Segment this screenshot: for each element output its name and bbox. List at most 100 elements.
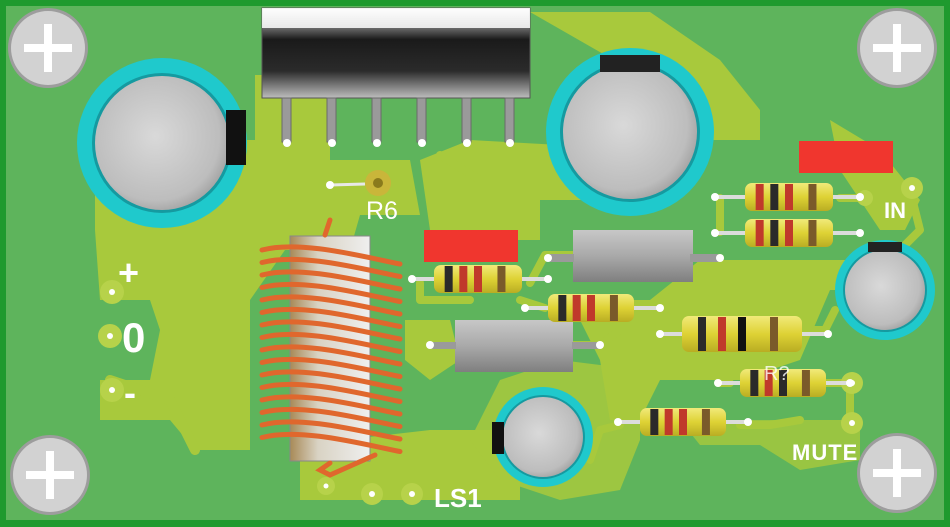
- inductor: [259, 217, 403, 478]
- resistor-left: [408, 265, 552, 293]
- label-ls1: LS1: [434, 483, 482, 513]
- pad-mute-b: [841, 412, 863, 434]
- coil-turn-7: [259, 319, 403, 342]
- resistor-left-band-3: [474, 266, 482, 292]
- label-plus: +: [118, 252, 140, 293]
- resistor-center-band-2: [572, 295, 581, 321]
- label-mute: MUTE: [792, 440, 859, 465]
- pad-r6: [365, 170, 391, 196]
- coil-turn-14: [259, 406, 403, 429]
- resistor-large-pad-2: [824, 330, 832, 338]
- resistor-large: [656, 316, 832, 352]
- resistor-mute-bot-pad-2: [744, 418, 752, 426]
- resistor-in-top-band-3: [785, 184, 793, 210]
- film-capacitor-top: [544, 230, 724, 282]
- label-r6: R6: [366, 197, 398, 225]
- pad-ls1-a: [361, 483, 383, 505]
- mounting-hole-bottom-left: [10, 435, 90, 515]
- resistor-large-band-3: [738, 317, 746, 351]
- coil-turn-12: [259, 381, 403, 404]
- coil-turn-4: [259, 281, 403, 304]
- resistor-in-top-pad-1: [711, 193, 719, 201]
- resistor-left-band-1: [444, 266, 453, 292]
- resistor-in-bottom: [711, 219, 864, 247]
- coil-turn-2: [259, 256, 403, 279]
- resistor-mute-bot-band-3: [679, 409, 687, 435]
- resistor-mute-top-pad-2: [846, 379, 854, 387]
- capacitor-large-right: [546, 48, 714, 216]
- resistor-mute-bot-pad-1: [614, 418, 622, 426]
- coil-turn-6: [259, 306, 403, 329]
- resistor-in-top: [711, 183, 864, 211]
- label-zero: 0: [122, 314, 146, 361]
- resistor-large-band-4: [770, 317, 778, 351]
- resistor-mute-bot-band-4: [701, 409, 710, 435]
- mounting-holes: [8, 8, 937, 515]
- resistor-in-bottom-pad-2: [856, 229, 864, 237]
- resistor-large-band-2: [718, 317, 726, 351]
- capacitor-large-left: [77, 58, 247, 228]
- resistor-mute-bot-band-2: [664, 409, 673, 435]
- smd-capacitor-right: [799, 141, 893, 173]
- resistor-center-pad-1: [521, 304, 529, 312]
- resistor-mute-top-pad-1: [714, 379, 722, 387]
- coil-turn-1: [259, 244, 403, 267]
- mounting-hole-bottom-right: [857, 433, 937, 513]
- resistor-mute-bot: [614, 408, 752, 436]
- resistor-mute-top-band-2: [764, 370, 773, 396]
- resistor-center-band-4: [609, 295, 618, 321]
- pad-in-a: [901, 177, 923, 199]
- resistor-mute-bot-band-1: [650, 409, 659, 435]
- resistor-in-bottom-pad-1: [711, 229, 719, 237]
- resistor-left-band-4: [497, 266, 506, 292]
- resistor-in-bottom-band-4: [808, 220, 817, 246]
- pad-power-minus: [100, 378, 124, 402]
- coil-turn-15: [259, 419, 403, 442]
- resistor-large-band-1: [698, 317, 706, 351]
- label-in: IN: [884, 198, 906, 223]
- label-minus: -: [124, 372, 136, 413]
- resistor-in-top-pad-2: [856, 193, 864, 201]
- label-partial-designator: R?: [764, 363, 790, 385]
- coil-turn-13: [259, 394, 403, 417]
- resistors: [408, 183, 864, 436]
- capacitor-output: [492, 387, 593, 487]
- resistor-in-top-band-1: [755, 184, 764, 210]
- film-capacitor-middle: [426, 320, 604, 372]
- mounting-hole-top-left: [8, 8, 88, 88]
- resistor-in-bottom-band-1: [755, 220, 764, 246]
- resistor-in-bottom-band-3: [785, 220, 793, 246]
- resistor-in-bottom-band-2: [770, 220, 779, 246]
- resistor-mute-top-band-3: [779, 370, 787, 396]
- resistor-center-band-3: [587, 295, 595, 321]
- resistor-in-top-band-4: [808, 184, 817, 210]
- resistor-left-band-2: [459, 266, 468, 292]
- resistor-in-top-band-2: [770, 184, 779, 210]
- coil-turn-11: [259, 369, 403, 392]
- inductor-coil: [259, 244, 403, 454]
- resistor-center: [521, 294, 664, 322]
- resistor-large-pad-1: [656, 330, 664, 338]
- coil-turn-5: [259, 294, 403, 317]
- capacitor-input: [835, 240, 935, 340]
- resistor-left-pad-1: [408, 275, 416, 283]
- coil-turn-3: [259, 269, 403, 292]
- resistor-mute-top-band-1: [750, 370, 759, 396]
- smd-capacitor-left: [424, 230, 518, 262]
- pad-ls1-b: [401, 483, 423, 505]
- resistor-mute-top: [714, 369, 854, 397]
- coil-turn-16: [259, 431, 403, 454]
- resistor-center-pad-2: [656, 304, 664, 312]
- coil-turn-9: [259, 344, 403, 367]
- mounting-hole-top-right: [857, 8, 937, 88]
- pads: [98, 170, 923, 505]
- coil-turn-10: [259, 356, 403, 379]
- r6-lead: [329, 182, 366, 187]
- ic-regulator: [261, 7, 531, 147]
- resistor-mute-top-band-4: [801, 370, 810, 396]
- pad-power-zero: [98, 324, 122, 348]
- resistor-left-pad-2: [544, 275, 552, 283]
- resistor-center-band-1: [558, 295, 567, 321]
